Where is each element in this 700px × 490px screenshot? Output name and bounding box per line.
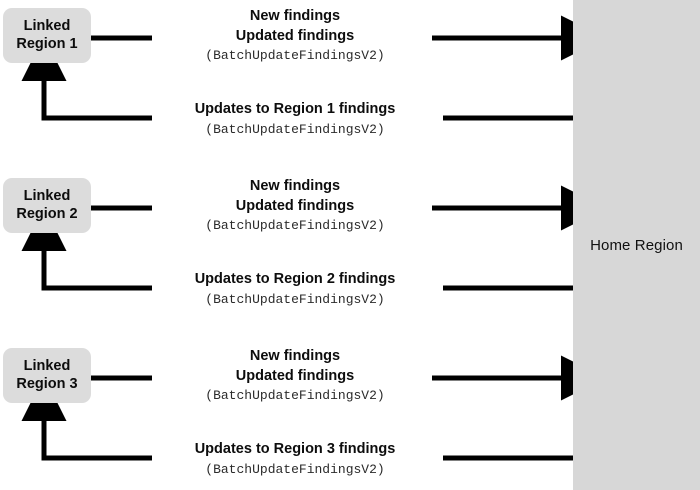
region-1-inbound-api: (BatchUpdateFindingsV2) xyxy=(205,121,385,137)
region-3-inbound-line-1: Updates to Region 3 findings xyxy=(194,441,396,457)
region-2-inbound-line-1: Updates to Region 2 findings xyxy=(194,271,396,287)
region-2-inbound-api: (BatchUpdateFindingsV2) xyxy=(205,291,385,307)
region-2-outbound-api: (BatchUpdateFindingsV2) xyxy=(205,218,385,234)
region-3-inbound-label: Updates to Region 3 findings (BatchUpdat… xyxy=(195,440,396,478)
linked-region-2-label-line-1: Linked xyxy=(23,188,71,205)
region-1-inbound-label: Updates to Region 1 findings (BatchUpdat… xyxy=(195,100,396,138)
region-3-outbound-line-1: New findings xyxy=(249,348,341,364)
linked-region-2-label-line-2: Region 2 xyxy=(16,205,78,222)
region-2-inbound-elbow xyxy=(21,206,152,291)
linked-region-3-box[interactable]: Linked Region 3 xyxy=(3,348,91,403)
region-1-inbound-elbow xyxy=(21,36,152,121)
region-3-outbound-api: (BatchUpdateFindingsV2) xyxy=(205,388,385,404)
region-1-outbound-api: (BatchUpdateFindingsV2) xyxy=(205,48,385,64)
home-region-label: Home Region xyxy=(590,236,683,254)
linked-region-3-label-line-2: Region 3 xyxy=(16,375,78,392)
linked-region-1-label-line-2: Region 1 xyxy=(16,35,78,52)
region-2-outbound-label: New findings Updated findings (BatchUpda… xyxy=(205,177,384,235)
region-3-inbound-elbow xyxy=(21,376,152,461)
region-2-inbound-label: Updates to Region 2 findings (BatchUpdat… xyxy=(195,270,396,308)
region-2-outbound-line-2: Updated findings xyxy=(235,197,355,214)
region-1-inbound-line-1: Updates to Region 1 findings xyxy=(194,101,396,117)
home-region-panel[interactable]: Home Region xyxy=(573,0,700,490)
region-1-outbound-label: New findings Updated findings (BatchUpda… xyxy=(205,7,384,65)
region-1-outbound-line-1: New findings xyxy=(249,8,341,24)
linked-region-2-box[interactable]: Linked Region 2 xyxy=(3,178,91,233)
linked-region-3-label-line-1: Linked xyxy=(23,358,71,375)
region-1-outbound-line-2: Updated findings xyxy=(235,27,355,44)
region-3-outbound-line-2: Updated findings xyxy=(235,367,355,384)
region-2-outbound-line-1: New findings xyxy=(249,178,341,194)
linked-region-1-label-line-1: Linked xyxy=(23,18,71,35)
region-3-inbound-api: (BatchUpdateFindingsV2) xyxy=(205,461,385,477)
region-3-outbound-label: New findings Updated findings (BatchUpda… xyxy=(205,347,384,405)
linked-region-1-box[interactable]: Linked Region 1 xyxy=(3,8,91,63)
